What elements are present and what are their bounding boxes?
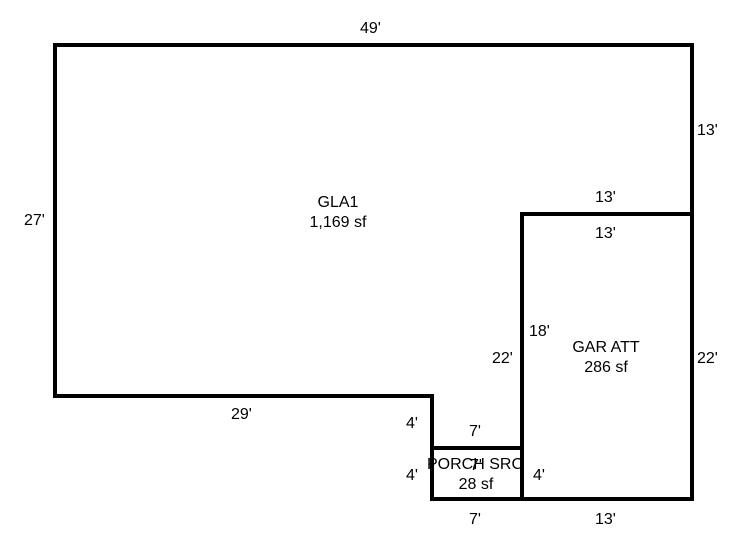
porch-left-dimension: 4' bbox=[406, 467, 418, 484]
garage-bottom-dimension: 13' bbox=[595, 511, 616, 528]
gla-right-lower-dimension: 22' bbox=[492, 350, 513, 367]
garage-area: 286 sf bbox=[584, 359, 628, 376]
gla-left-dimension: 27' bbox=[24, 212, 45, 229]
porch-right-dimension: 4' bbox=[533, 467, 545, 484]
porch-area: 28 sf bbox=[459, 476, 494, 493]
gla1-outline bbox=[53, 43, 694, 450]
gla1-name: GLA1 bbox=[318, 194, 359, 211]
gla-right-upper-dimension: 13' bbox=[697, 122, 718, 139]
gla-bottom-dimension: 29' bbox=[231, 406, 252, 423]
garage-right-dimension: 22' bbox=[697, 350, 718, 367]
porch-inner-top-dimension: 7' bbox=[470, 457, 482, 474]
porch-name: PORCH SRC bbox=[427, 456, 523, 473]
garage-outline bbox=[520, 212, 694, 501]
gla1-area: 1,169 sf bbox=[310, 214, 367, 231]
porch-top-dimension: 7' bbox=[469, 423, 481, 440]
porch-outline bbox=[430, 446, 524, 501]
porch-bottom-dimension: 7' bbox=[469, 511, 481, 528]
garage-left-dimension: 18' bbox=[529, 323, 550, 340]
gla-notch-dimension: 4' bbox=[406, 415, 418, 432]
garage-name: GAR ATT bbox=[572, 339, 639, 356]
gla-top-dimension: 49' bbox=[360, 20, 381, 37]
gla-step-top-dimension: 13' bbox=[595, 189, 616, 206]
garage-top-dimension: 13' bbox=[595, 225, 616, 242]
